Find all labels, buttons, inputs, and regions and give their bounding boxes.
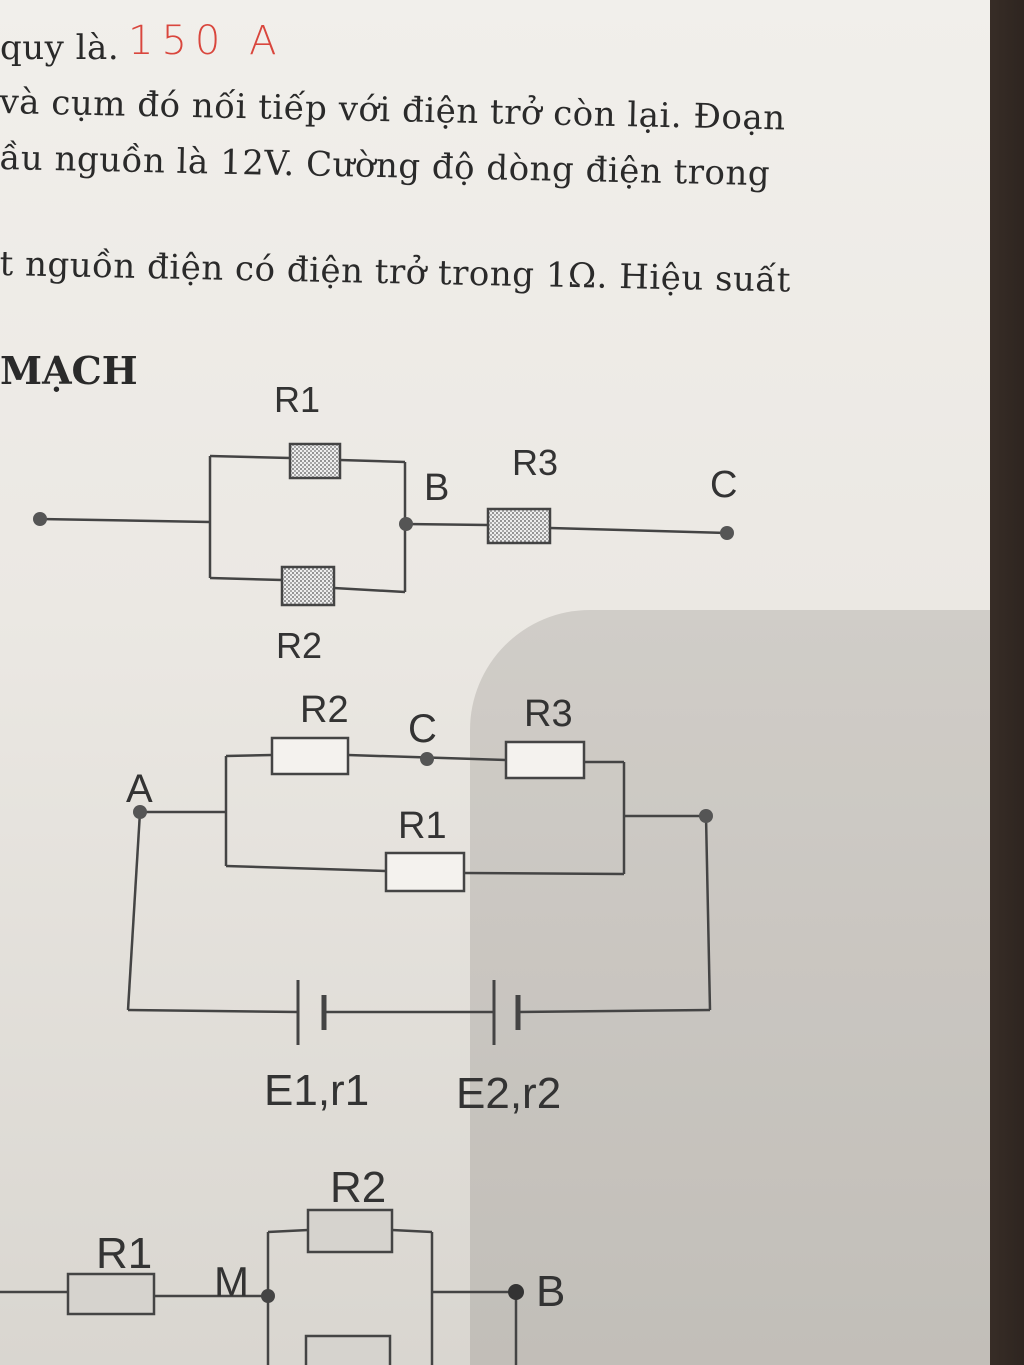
label-r1-c1: R1 [274,379,320,420]
text-line-0: quy là. [0,28,120,68]
node-m-c3 [261,1289,275,1303]
label-b-c3: B [536,1267,565,1316]
resistor-r3-c1 [486,507,552,545]
node-b-c1 [399,517,413,531]
label-r1-c3: R1 [96,1229,152,1278]
section-heading: MẠCH [0,348,138,393]
label-e1-c2: E1,r1 [264,1066,369,1115]
handwritten-answer: 150 A [128,18,285,64]
label-r3-c2: R3 [524,693,573,735]
label-r1-c2: R1 [398,805,447,847]
label-r2-c2: R2 [300,689,349,731]
resistor-r1-c2 [384,851,466,893]
label-r2-c3: R2 [330,1163,386,1212]
document-page: quy là. 150 A và cụm đó nối tiếp với điệ… [0,0,990,1365]
resistor-r1-c3 [66,1272,156,1316]
label-r2-c1: R2 [276,625,322,666]
terminal-c-c1 [720,526,734,540]
hand-shadow [470,610,990,1365]
circuit-diagrams: R1 R2 R3 B C [0,379,737,1365]
label-m-c3: M [214,1258,249,1305]
resistor-r1-c1 [288,442,342,480]
resistor-r2-c2 [270,736,350,776]
resistor-r3-c2 [504,740,586,780]
label-c-c2: C [408,707,437,751]
label-e2-c2: E2,r2 [456,1069,561,1118]
node-a-c2 [133,805,147,819]
label-r3-c1: R3 [512,442,558,483]
circuit-1 [33,442,734,607]
label-b-c1: B [424,467,449,509]
resistor-r2-c3 [306,1208,394,1254]
node-b-c3 [508,1284,524,1300]
node-right-c2 [699,809,713,823]
circuit-2 [126,736,713,1045]
terminal-left-c1 [33,512,47,526]
resistor-r3-c3 [304,1334,392,1365]
resistor-r2-c1 [280,565,336,607]
circuit-3 [0,1208,524,1365]
node-c-c2 [420,752,434,766]
label-c-c1: C [710,464,737,506]
label-a-c2: A [126,767,153,811]
